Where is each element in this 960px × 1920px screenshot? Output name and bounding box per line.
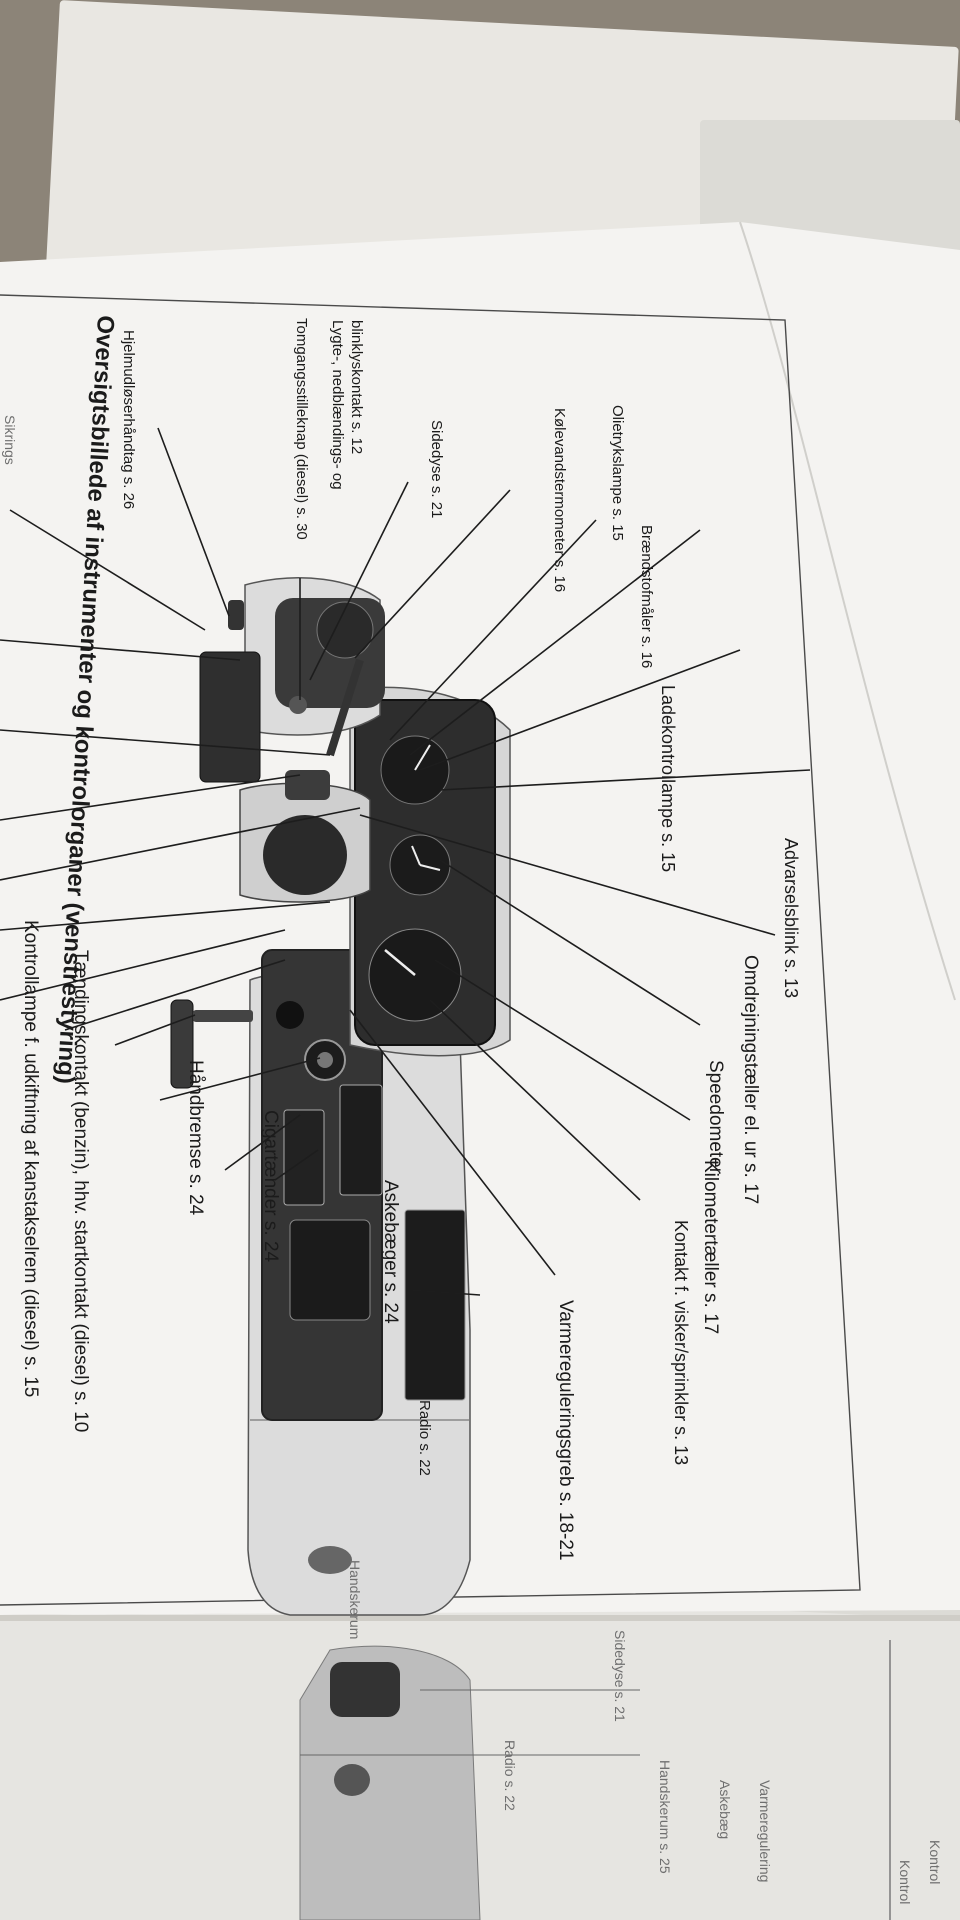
- side-vent: [316, 601, 374, 659]
- next-label-kontrol-2: Kontrol: [897, 1860, 913, 1904]
- next-label-sidedyse: Sidedyse s. 21: [612, 1630, 628, 1722]
- label-olie: Olietrykslampe s. 15: [609, 405, 626, 541]
- next-label-kontrol-1: Kontrol: [927, 1840, 943, 1884]
- next-label-aske: Askebæg: [717, 1780, 733, 1839]
- label-handske: Handskerum: [347, 1560, 363, 1639]
- label-varme: Varmereguleringsgreb s. 18-21: [555, 1300, 576, 1561]
- dashboard-illustration: [170, 577, 511, 1616]
- label-lygte-1: Lygte-, nedblændings- og: [329, 320, 346, 490]
- label-speedo: Speedometer: [705, 1060, 726, 1175]
- label-taending: Tændingskontakt (benzin), hhv. startkont…: [70, 950, 91, 1432]
- radio-unit: [404, 1209, 466, 1401]
- label-advarsel: Advarselsblink s. 13: [781, 838, 801, 998]
- label-lade: Ladekontrollampe s. 15: [658, 685, 678, 872]
- glovebox-lock: [308, 1546, 352, 1574]
- leader-lines: [0, 427, 811, 1296]
- idle-knob: [289, 696, 307, 714]
- label-cigar: Cigartænder s. 24: [260, 1110, 281, 1263]
- label-tomgang: Tomgangsstilleknap (diesel) s. 30: [293, 318, 310, 540]
- next-label-radio: Radio s. 22: [502, 1740, 518, 1811]
- label-sikring: Sikrings: [2, 415, 18, 465]
- label-haandbremse: Håndbremse s. 24: [185, 1060, 206, 1216]
- label-omdrej: Omdrejningstæller el. ur s. 17: [740, 955, 761, 1204]
- label-radio: Radio s. 22: [416, 1400, 433, 1476]
- next-page: [0, 1610, 960, 1920]
- label-koele: Kølevandstermometer s. 16: [551, 408, 568, 592]
- speedometer: [368, 928, 462, 1022]
- steering-hub: [263, 815, 347, 895]
- label-hjelm: Hjelmudløserhåndtag s. 26: [120, 330, 137, 509]
- next-page-dashboard: [299, 1645, 481, 1920]
- rotated-text: Oversigtsbillede af instrumenter og kont…: [2, 315, 943, 1905]
- label-braend: Brændstofmåler s. 16: [638, 525, 655, 668]
- clock: [389, 834, 451, 896]
- label-askebaeger: Askebæger s. 24: [380, 1180, 401, 1324]
- next-label-varme: Varmeregulering: [757, 1780, 773, 1882]
- label-lygte-2: blinklyskontakt s. 12: [348, 320, 365, 454]
- label-sidedyse: Sidedyse s. 21: [428, 420, 445, 518]
- label-visker: Kontakt f. visker/sprinkler s. 13: [671, 1220, 691, 1465]
- label-kontrollampe: Kontrollampe f. udkiftning af kanstaksel…: [20, 920, 41, 1397]
- next-label-handske: Handskerum s. 25: [657, 1760, 673, 1874]
- label-kilometer: Kilometertæller s. 17: [700, 1160, 721, 1334]
- fuel-gauge: [380, 735, 450, 805]
